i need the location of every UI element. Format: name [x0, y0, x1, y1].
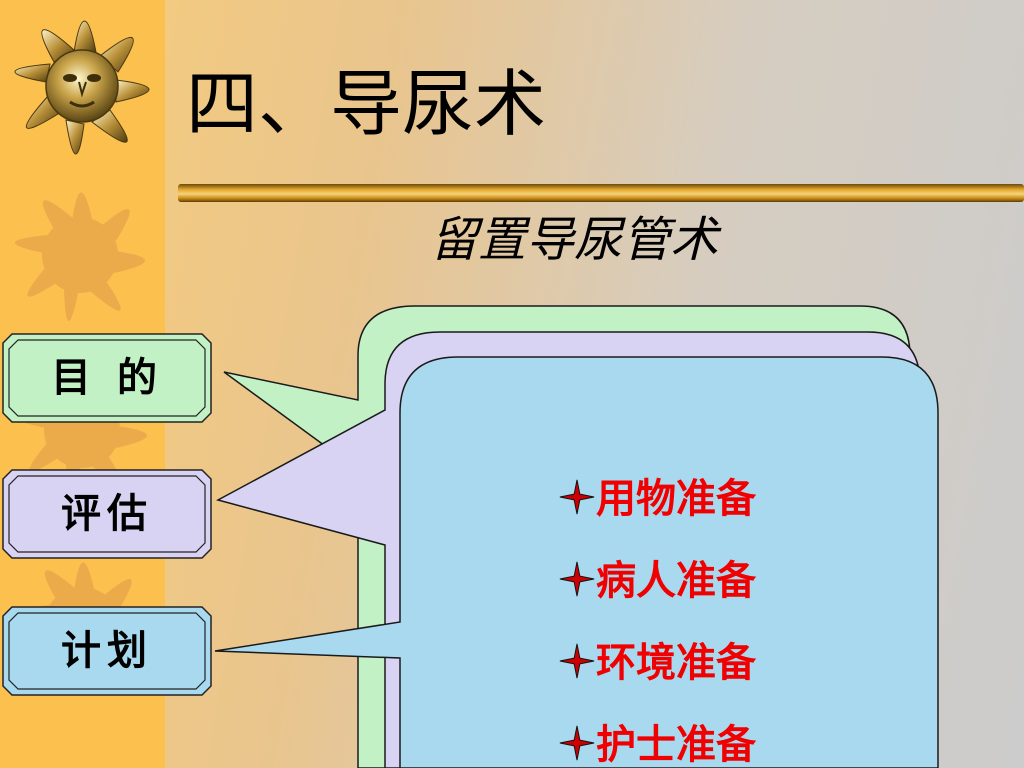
list-item: 环境准备 — [558, 622, 756, 704]
plan-item-label: 用物准备 — [596, 475, 756, 522]
list-item: 病人准备 — [558, 540, 756, 622]
list-item: 护士准备 — [558, 704, 756, 768]
four-point-star-icon — [559, 725, 595, 761]
purpose-button-label: 目 的 — [51, 354, 163, 401]
assess-button-label: 评估 — [61, 490, 153, 537]
plan-button[interactable]: 计划 — [2, 606, 212, 696]
purpose-button[interactable]: 目 的 — [2, 333, 212, 423]
four-point-star-icon — [559, 479, 595, 515]
title-divider — [178, 184, 1024, 202]
plan-item-list: 用物准备 病人准备 环境准备 护士准备 — [558, 458, 756, 768]
plan-item-label: 环境准备 — [596, 639, 756, 686]
four-point-star-icon — [559, 561, 595, 597]
slide-title: 四、导尿术 — [186, 62, 547, 146]
list-item: 用物准备 — [558, 458, 756, 540]
plan-button-label: 计划 — [61, 627, 153, 674]
plan-item-label: 护士准备 — [596, 721, 756, 768]
sun-face-icon — [14, 20, 150, 155]
slide-subtitle: 留置导尿管术 — [430, 212, 719, 268]
plan-item-label: 病人准备 — [596, 557, 756, 604]
assess-button[interactable]: 评估 — [2, 469, 212, 559]
four-point-star-icon — [559, 643, 595, 679]
